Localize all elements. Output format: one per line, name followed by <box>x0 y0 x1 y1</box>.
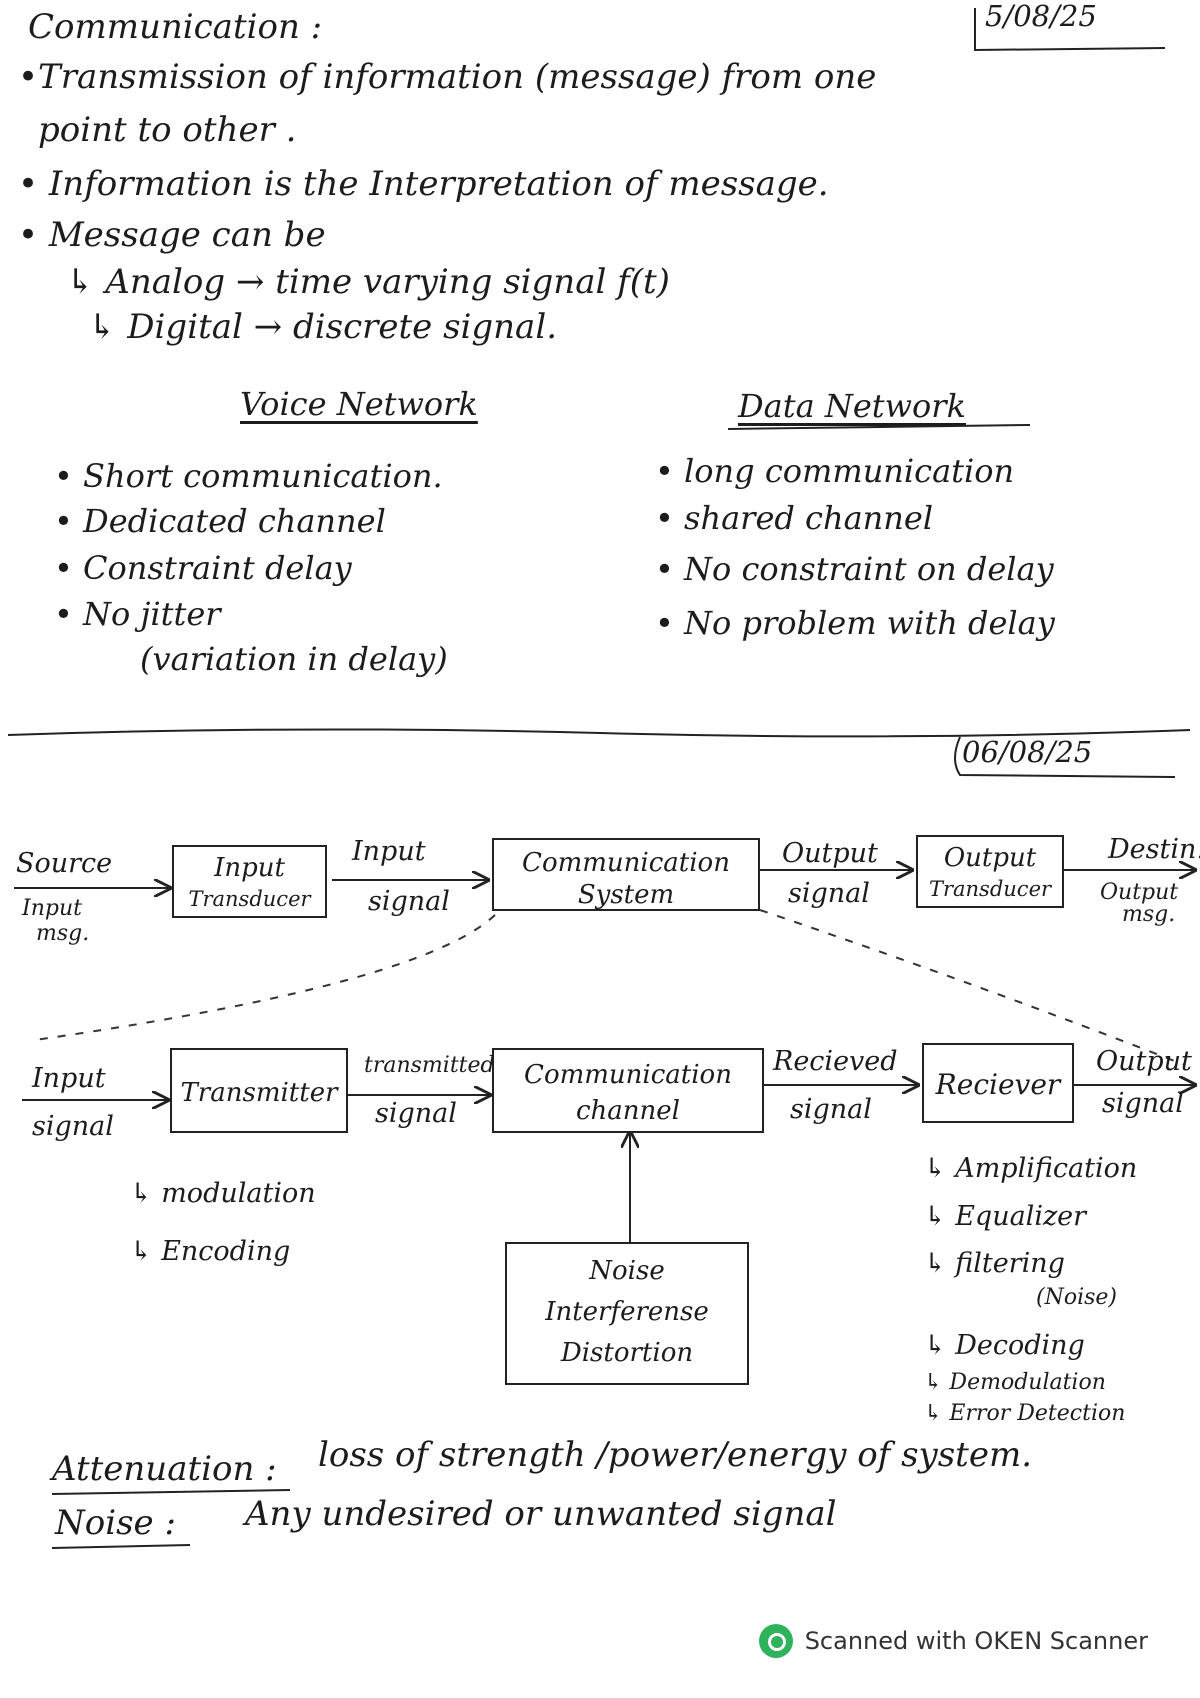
digital-line: ↳ Digital → discrete signal. <box>88 307 558 347</box>
voice-item: • Dedicated channel <box>54 502 386 540</box>
data-item: • long communication <box>655 452 1015 490</box>
source-label: Source <box>16 848 113 879</box>
noise-box: Noise Interferense Distortion <box>505 1242 749 1385</box>
data-heading-underline <box>727 424 1031 430</box>
box-label: Transmitter <box>180 1078 338 1108</box>
noise-term: Noise : <box>55 1503 176 1543</box>
output-signal-label: signal <box>788 878 870 909</box>
scanner-logo-icon <box>758 1624 793 1658</box>
receiver-function: ↳ Demodulation <box>924 1370 1106 1395</box>
data-item: • No problem with delay <box>655 604 1055 642</box>
box-label: Distortion <box>560 1338 694 1368</box>
communication-channel-box: Communication channel <box>492 1048 764 1133</box>
output-transducer-box: Output Transducer <box>916 835 1064 908</box>
voice-network-heading: Voice Network <box>240 385 478 423</box>
output-msg-label: Output <box>1100 880 1179 905</box>
box-label: Communication <box>522 848 730 878</box>
attenuation-definition: loss of strength /power/energy of system… <box>318 1435 1033 1475</box>
box-label: Communication <box>524 1060 732 1090</box>
voice-item: • Short communication. <box>54 457 443 495</box>
destination-label: Destin. <box>1108 834 1200 865</box>
date-1-mark <box>974 8 1166 52</box>
received-signal-label: Recieved <box>773 1046 898 1077</box>
scanner-watermark-text: Scanned with OKEN Scanner <box>804 1627 1148 1655</box>
data-item: • shared channel <box>655 499 934 537</box>
box-label: Reciever <box>935 1068 1061 1101</box>
box-label: System <box>577 880 675 910</box>
section-divider <box>7 728 1191 738</box>
box-label: Output <box>943 843 1037 873</box>
output-signal-label: signal <box>1102 1088 1184 1119</box>
input-msg-label: Input <box>22 896 82 921</box>
transmitter-box: Transmitter <box>170 1048 348 1133</box>
bullet-message: • Message can be <box>18 215 326 255</box>
voice-item: • Constraint delay <box>54 549 352 587</box>
attenuation-term: Attenuation : <box>52 1449 277 1489</box>
receiver-function: ↳ Decoding <box>924 1330 1085 1361</box>
transmitted-signal-label: signal <box>375 1098 457 1129</box>
date-2-mark <box>954 736 1176 778</box>
box-label: Transducer <box>928 877 1052 901</box>
received-signal-label: signal <box>790 1094 872 1125</box>
input-msg-label: msg. <box>36 921 90 946</box>
box-label: Input <box>214 853 285 883</box>
page-title: Communication : <box>28 7 323 47</box>
transmitter-function: ↳ Encoding <box>130 1236 291 1267</box>
box-label: channel <box>576 1096 680 1126</box>
transmitter-function: ↳ modulation <box>130 1178 316 1209</box>
box-label: Interferense <box>545 1297 709 1327</box>
date-stamp-2: 06/08/25 <box>962 735 1093 769</box>
communication-system-box: Communication System <box>492 838 760 911</box>
voice-item: • No jitter <box>54 595 221 633</box>
receiver-function: ↳ filtering <box>924 1248 1065 1279</box>
bullet-transmission-line2: point to other . <box>38 110 297 150</box>
analog-line: ↳ Analog → time varying signal f(t) <box>66 262 670 302</box>
voice-jitter-note: (variation in delay) <box>140 640 448 678</box>
input-signal-label: Input <box>32 1063 106 1094</box>
input-signal-label: signal <box>32 1111 114 1142</box>
receiver-function: ↳ Error Detection <box>924 1401 1126 1426</box>
box-label: Transducer <box>188 887 311 911</box>
data-item: • No constraint on delay <box>655 550 1054 588</box>
output-signal-label: Output <box>1096 1046 1192 1077</box>
input-transducer-box: Input Transducer <box>172 845 327 918</box>
transmitted-signal-label: transmitted <box>364 1053 495 1078</box>
noise-definition: Any undesired or unwanted signal <box>245 1494 837 1534</box>
receiver-function: ↳ Equalizer <box>924 1201 1087 1232</box>
receiver-function: (Noise) <box>1036 1285 1118 1310</box>
box-label: Noise <box>589 1256 665 1286</box>
input-signal-label: Input <box>352 836 426 867</box>
output-signal-label: Output <box>782 838 878 869</box>
bullet-transmission-line1: •Transmission of information (message) f… <box>18 57 877 97</box>
receiver-function: ↳ Amplification <box>924 1153 1138 1184</box>
input-signal-label: signal <box>368 886 450 917</box>
scanner-watermark: Scanned with OKEN Scanner <box>758 1624 1148 1658</box>
output-msg-label: msg. <box>1122 902 1176 927</box>
bullet-information: • Information is the Interpretation of m… <box>18 164 829 204</box>
receiver-box: Reciever <box>922 1043 1074 1123</box>
data-network-heading: Data Network <box>738 387 966 425</box>
date-stamp-1: 5/08/25 <box>985 0 1097 33</box>
